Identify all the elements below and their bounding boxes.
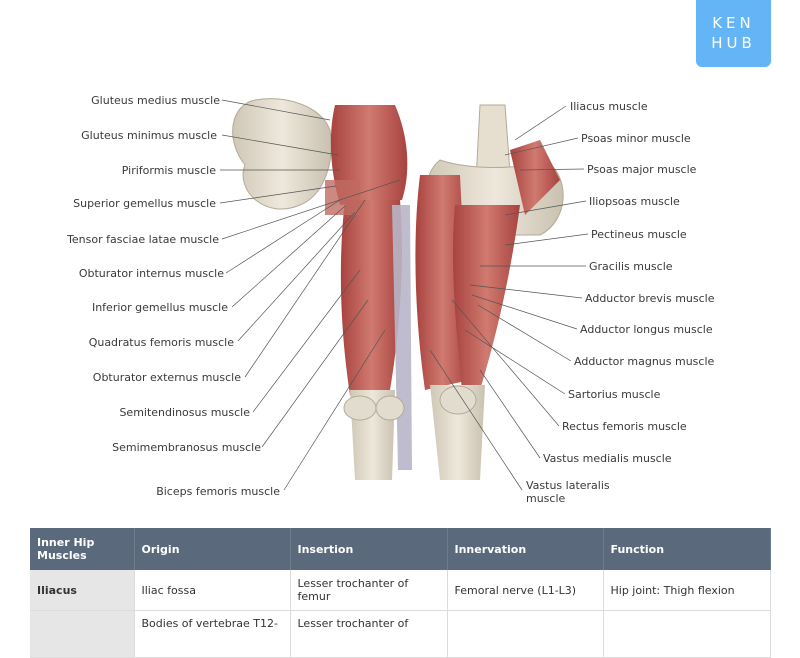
label-psoas-minor: Psoas minor muscle	[581, 132, 691, 145]
table-cell: Lesser trochanter of femur	[290, 570, 448, 611]
table-cell: Lesser trochanter of	[290, 610, 448, 658]
label-obturator-externus: Obturator externus muscle	[92, 371, 241, 384]
label-gluteus-minimus: Gluteus minimus muscle	[81, 129, 217, 142]
table-cell	[30, 610, 135, 658]
table-cell: Bodies of vertebrae T12-	[134, 610, 291, 658]
hip-thigh-muscles-illustration	[219, 98, 589, 491]
table-row: Iliacus Iliac fossa Lesser trochanter of…	[30, 570, 771, 611]
col-header-insertion: Insertion	[290, 528, 448, 570]
posterior-view	[232, 98, 412, 480]
label-adductor-longus: Adductor longus muscle	[580, 323, 713, 336]
col-header-muscles: Inner Hip Muscles	[30, 528, 135, 570]
label-vastus-medialis: Vastus medialis muscle	[543, 452, 672, 465]
table-cell: Iliac fossa	[134, 570, 291, 611]
label-semimembranosus: Semimembranosus muscle	[112, 441, 261, 454]
label-obturator-internus: Obturator internus muscle	[78, 267, 224, 280]
label-inferior-gemellus: Inferior gemellus muscle	[91, 301, 228, 314]
table-cell: Femoral nerve (L1-L3)	[447, 570, 604, 611]
label-iliacus: Iliacus muscle	[570, 100, 648, 113]
label-psoas-major: Psoas major muscle	[587, 163, 697, 176]
label-biceps-femoris: Biceps femoris muscle	[156, 485, 280, 498]
label-gracilis: Gracilis muscle	[589, 260, 673, 273]
label-quadratus-femoris: Quadratus femoris muscle	[88, 336, 234, 349]
label-vastus-lateralis: Vastus lateralis muscle	[526, 479, 610, 505]
table-cell	[603, 610, 771, 658]
col-header-innervation: Innervation	[447, 528, 604, 570]
col-header-origin: Origin	[134, 528, 291, 570]
label-adductor-magnus: Adductor magnus muscle	[574, 355, 715, 368]
table-row: Bodies of vertebrae T12- Lesser trochant…	[30, 610, 771, 658]
kenhub-logo: KEN HUB	[696, 0, 771, 67]
logo-line-1: KEN	[712, 14, 755, 32]
label-semitendinosus: Semitendinosus muscle	[119, 406, 250, 419]
table-cell: Iliacus	[30, 570, 135, 611]
label-sartorius: Sartorius muscle	[568, 388, 661, 401]
table-cell	[447, 610, 604, 658]
label-tensor-fasciae-latae: Tensor fasciae latae muscle	[67, 233, 219, 246]
label-pectineus: Pectineus muscle	[591, 228, 687, 241]
muscle-table: Inner Hip Muscles Origin Insertion Inner…	[30, 528, 771, 658]
label-rectus-femoris: Rectus femoris muscle	[562, 420, 687, 433]
table-header-row: Inner Hip Muscles Origin Insertion Inner…	[30, 528, 771, 570]
label-iliopsoas: Iliopsoas muscle	[589, 195, 680, 208]
label-piriformis: Piriformis muscle	[121, 164, 216, 177]
table-cell: Hip joint: Thigh flexion	[603, 570, 771, 611]
logo-line-2: HUB	[711, 34, 756, 52]
label-superior-gemellus: Superior gemellus muscle	[73, 197, 216, 210]
leader-lines-left	[219, 99, 401, 491]
leader-lines-right	[429, 105, 589, 491]
label-gluteus-medius: Gluteus medius muscle	[91, 94, 220, 107]
col-header-function: Function	[603, 528, 771, 570]
label-adductor-brevis: Adductor brevis muscle	[585, 292, 715, 305]
anterior-view	[415, 104, 564, 480]
